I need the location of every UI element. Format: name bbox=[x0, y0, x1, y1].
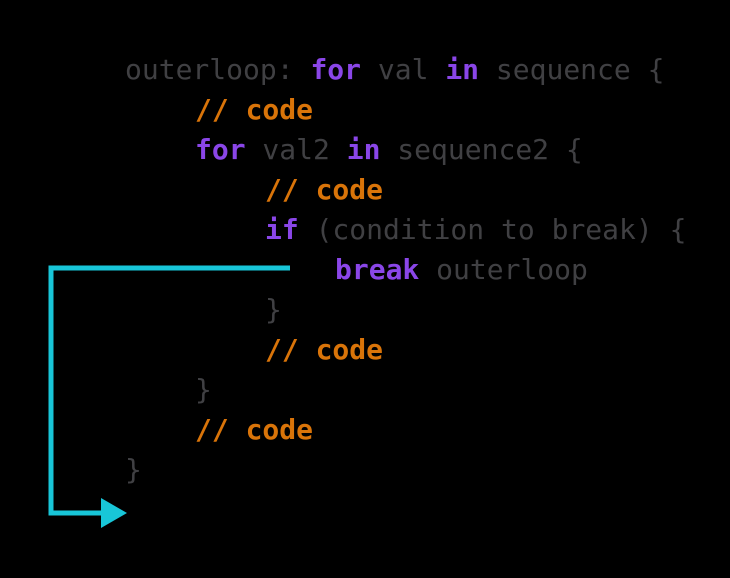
code-token-comment: // code bbox=[195, 93, 314, 126]
code-line: break outerloop bbox=[125, 250, 686, 290]
code-line: } bbox=[125, 290, 686, 330]
code-token-comment: // code bbox=[195, 413, 314, 446]
code-token-keyword: for bbox=[195, 133, 246, 166]
code-token-plain: } bbox=[195, 373, 212, 406]
code-line: outerloop: for val in sequence { bbox=[125, 50, 686, 90]
code-line: // code bbox=[125, 330, 686, 370]
code-line: } bbox=[125, 370, 686, 410]
code-token-plain: outerloop: bbox=[125, 53, 311, 86]
code-line: if (condition to break) { bbox=[125, 210, 686, 250]
code-token-comment: // code bbox=[265, 333, 384, 366]
code-token-keyword: in bbox=[445, 53, 480, 86]
code-token-keyword: if bbox=[265, 213, 299, 246]
code-token-plain: val bbox=[361, 53, 446, 86]
code-token-keyword: in bbox=[346, 133, 381, 166]
code-line: } bbox=[125, 450, 686, 490]
code-token-plain: } bbox=[125, 453, 142, 486]
code-line: // code bbox=[125, 170, 686, 210]
code-line: for val2 in sequence2 { bbox=[125, 130, 686, 170]
code-token-plain: val2 bbox=[245, 133, 347, 166]
code-token-keyword: break bbox=[335, 253, 420, 286]
code-line: // code bbox=[125, 90, 686, 130]
break-jump-arrow-head bbox=[101, 498, 127, 528]
code-token-plain: } bbox=[265, 293, 282, 326]
code-token-plain: sequence2 { bbox=[380, 133, 583, 166]
code-token-keyword: for bbox=[310, 53, 362, 86]
code-token-plain: outerloop bbox=[419, 253, 588, 286]
code-line: // code bbox=[125, 410, 686, 450]
code-token-plain: (condition to break) { bbox=[298, 213, 687, 246]
code-token-comment: // code bbox=[265, 173, 384, 206]
code-token-plain: sequence { bbox=[479, 53, 665, 86]
